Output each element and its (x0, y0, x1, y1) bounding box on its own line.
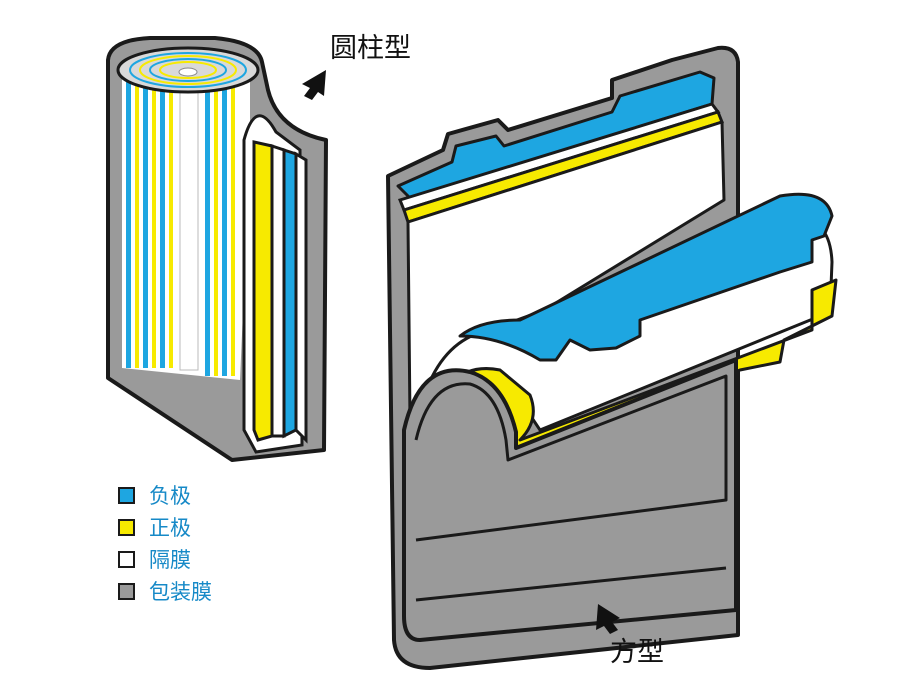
legend-swatch-positive (118, 518, 135, 536)
roll-stripes (126, 76, 235, 376)
cyl-sheet-edge (294, 151, 308, 444)
prismatic-separator-face (406, 120, 726, 422)
legend-item-positive: 正极 (118, 516, 212, 540)
prismatic-title: 方型 (610, 637, 664, 668)
prismatic-fold-blue (458, 192, 834, 362)
legend-label-packaging: 包装膜 (149, 580, 212, 604)
cyl-sheet-negative (282, 147, 298, 439)
cyl-sheet-positive (252, 140, 274, 442)
cylindrical-title: 圆柱型 (330, 33, 411, 64)
cyl-sheet-separator (270, 143, 286, 438)
legend-label-separator: 隔膜 (149, 548, 191, 572)
cylinder-core (179, 69, 199, 371)
legend-swatch-negative (118, 486, 135, 504)
prismatic-pouch-bottom-seam (415, 566, 727, 602)
legend-label-negative: 负极 (149, 484, 191, 508)
legend-swatch-separator (118, 550, 135, 568)
cylindrical-cell (106, 36, 328, 462)
prismatic-pouch-seam (414, 374, 728, 542)
legend-label-positive: 正极 (149, 516, 191, 540)
cylinder-pointer-arrow (302, 70, 326, 100)
legend-item-separator: 隔膜 (118, 548, 212, 572)
legend-item-negative: 负极 (118, 484, 212, 508)
prismatic-pouch-front (402, 358, 738, 642)
prismatic-pointer-arrow (596, 604, 620, 634)
legend-swatch-packaging (118, 582, 135, 600)
prismatic-cell (386, 45, 838, 670)
legend: 负极 正极 隔膜 包装膜 (118, 484, 212, 612)
legend-item-packaging: 包装膜 (118, 580, 212, 604)
